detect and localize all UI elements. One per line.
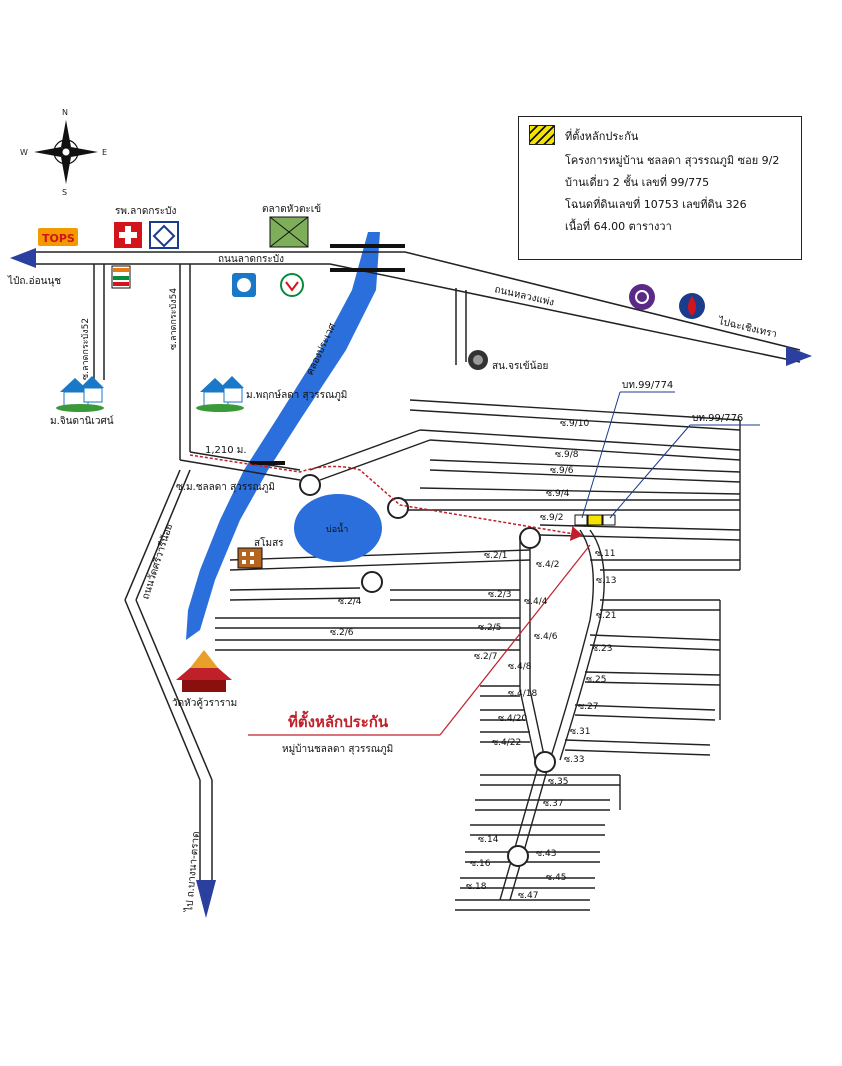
bridge (250, 244, 405, 465)
soi-label: ซ.45 (546, 873, 566, 883)
bank-scb-icon (629, 284, 655, 310)
legend-title: ที่ตั้งหลักประกัน (565, 130, 639, 143)
to-bangna-label: ไป ถ.บางนา-ตราด (183, 831, 202, 913)
callout-lines (581, 391, 760, 519)
soi-label: ซ.2/4 (338, 597, 362, 607)
tops-logo-icon: TOPS (38, 228, 78, 246)
pond-label: บ่อน้ำ (326, 522, 348, 535)
distance-label: 1,210 ม. (205, 445, 247, 456)
soi-label: ซ.16 (470, 859, 491, 869)
neighbor-lot-2 (602, 514, 616, 526)
canal (186, 232, 380, 640)
market-label: ตลาดหัวตะเข้ (262, 203, 321, 215)
soi-label: ซ.25 (586, 675, 606, 685)
soi-label: ซ.35 (548, 777, 568, 787)
temple-icon (176, 650, 232, 692)
location-pointer-line (439, 544, 591, 736)
soi-label: ซ.37 (543, 799, 563, 809)
market-icon (269, 216, 309, 248)
location-title: ที่ตั้งหลักประกัน (288, 710, 389, 731)
clubhouse-label: สโมสร (254, 536, 284, 549)
village1-label: ม.จินดานิเวศน์ (50, 415, 114, 427)
soi-label: ซ.2/6 (330, 628, 354, 638)
direction-arrows (10, 248, 812, 918)
soi-label: ซ.2/7 (474, 652, 497, 662)
legend-swatch-icon (529, 125, 555, 145)
soi-label: ซ.43 (536, 849, 556, 859)
soi-label: ซ.31 (570, 727, 590, 737)
wat-sri-waree-label: ถนนวัดศรีวารีน้อย (139, 522, 175, 601)
temple-label: วัดหัวคู้วราราม (172, 697, 237, 709)
route-line (189, 454, 583, 541)
legend-house: บ้านเดี่ยว 2 ชั้น เลขที่ 99/775 (565, 176, 710, 189)
callout-774: บท.99/774 (622, 380, 673, 391)
hospital-label: รพ.ลาดกระบัง (115, 206, 177, 217)
hospital-cross-icon (114, 222, 142, 248)
soi-label: ซ.9/2 (540, 513, 563, 523)
police-icon (468, 350, 488, 370)
bank-krungthai-icon (232, 273, 256, 297)
soi-label: ซ.2/1 (484, 551, 507, 561)
soi-label: ซ.4/8 (508, 662, 532, 672)
soi54-label: ซ.ลาดกระบัง54 (169, 288, 179, 350)
compass-s: S (62, 188, 67, 197)
soi-label: ซ.13 (596, 576, 616, 586)
soi-label: ซ.23 (592, 644, 612, 654)
legend-deed: โฉนดที่ดินเลขที่ 10753 เลขที่ดิน 326 (565, 198, 747, 211)
soi52-label: ซ.ลาดกระบัง52 (81, 318, 91, 380)
soi-label: ซ.21 (596, 611, 616, 621)
soi-label: ซ.33 (564, 755, 584, 765)
soi-label: ซ.2/3 (488, 590, 511, 600)
village-house-icon-1 (56, 376, 104, 412)
clubhouse-icon (237, 547, 263, 569)
village-grid (215, 399, 741, 911)
soi-label: ซ.4/2 (536, 560, 559, 570)
soi-label: ซ.2/5 (478, 623, 501, 633)
legend-area: เนื้อที่ 64.00 ตารางวา (565, 220, 672, 233)
pond (294, 494, 382, 562)
seven-eleven-icon (111, 265, 131, 289)
location-subtitle: หมู่บ้านชลลดา สุวรรณภูมิ (282, 743, 393, 755)
compass-n: N (62, 108, 68, 117)
soi-label: ซ.14 (478, 835, 499, 845)
soi-label: ซ.27 (578, 702, 598, 712)
roundabouts (299, 474, 556, 867)
village2-label: ม.พฤกษ์ลดา สุวรรณภูมิ (246, 389, 347, 401)
soi-label: ซ.9/4 (546, 489, 570, 499)
legend-box: ที่ตั้งหลักประกัน โครงการหมู่บ้าน ชลลดา … (518, 116, 802, 260)
ptt-station-icon (679, 293, 705, 319)
compass-e: E (102, 148, 107, 157)
to-onnut-label: ไป๋ถ.อ่อนนุช (7, 275, 61, 287)
bank-kasikorn-icon (280, 273, 304, 297)
soi-labels: ซ.9/10 ซ.9/8 ซ.9/6 ซ.9/4 ซ.9/2 ซ.11 ซ.13… (330, 419, 616, 901)
soi-label: ซ.47 (518, 891, 538, 901)
compass-w: W (20, 148, 28, 157)
road-lat-krabang-label: ถนนลาดกระบัง (218, 254, 284, 265)
soi-label: ซ.4/20 (498, 714, 527, 724)
soi-label: ซ.9/10 (560, 419, 589, 429)
soi-label: ซ.4/18 (508, 689, 537, 699)
compass-icon (34, 120, 98, 184)
soi-label: ซ.11 (595, 549, 615, 559)
village-house-icon-2 (196, 376, 244, 412)
police-label: สน.จรเข้น้อย (492, 360, 548, 372)
soi-label: ซ.9/8 (555, 450, 579, 460)
soi-label: ซ.4/22 (492, 738, 521, 748)
property-highlight (587, 514, 603, 526)
soi-label: ซ.18 (466, 882, 487, 892)
main-roads (30, 251, 801, 880)
legend-project: โครงการหมู่บ้าน ชลลดา สุวรรณภูมิ ซอย 9/2 (565, 154, 780, 167)
callout-776: บท.99/776 (692, 413, 743, 424)
soi-label: ซ.4/6 (534, 632, 558, 642)
soi-label: ซ.9/6 (550, 466, 574, 476)
tops-label: TOPS (42, 232, 75, 245)
village-soi-label: ซ.ม.ชลลดา สุวรรณภูมิ (176, 482, 275, 493)
soi-label: ซ.4/4 (524, 597, 548, 607)
neighbor-lot-1 (574, 514, 588, 526)
bank-bangkok-icon (149, 221, 179, 249)
